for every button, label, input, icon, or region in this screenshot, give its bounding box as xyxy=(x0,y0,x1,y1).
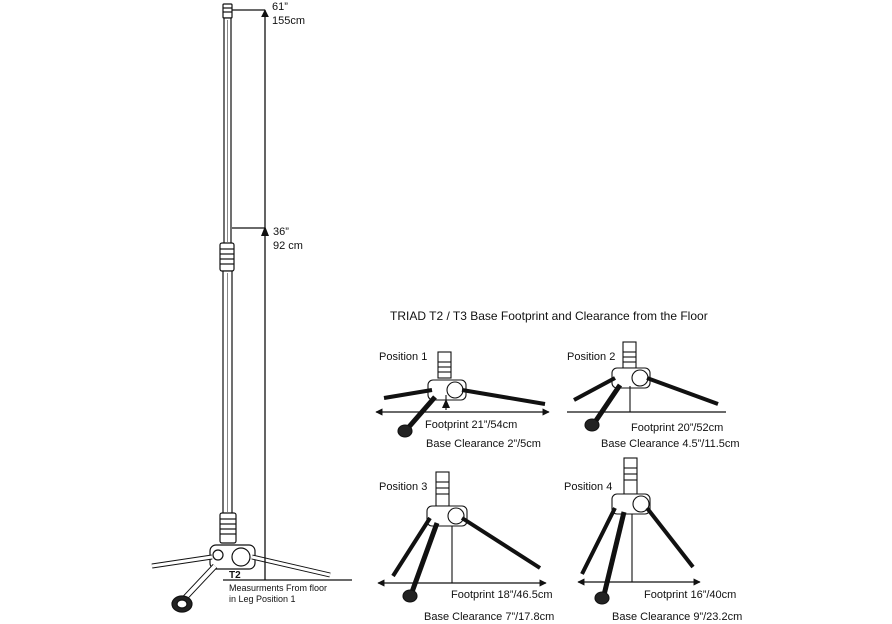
position-2-drawing xyxy=(573,341,719,432)
stand-model-label: T2 xyxy=(229,570,241,581)
position-4-label: Position 4 xyxy=(564,481,613,493)
stand-top-tip xyxy=(222,3,233,19)
section-title: TRIAD T2 / T3 Base Footprint and Clearan… xyxy=(390,309,708,323)
tall-stand xyxy=(151,3,331,613)
height-clamp xyxy=(219,242,235,272)
position-4-footprint: Footprint 16”/40cm xyxy=(644,589,737,601)
position-1-footprint: Footprint 21”/54cm xyxy=(425,419,518,431)
position-2-label: Position 2 xyxy=(567,351,616,363)
position-3-clearance: Base Clearance 7”/17.8cm xyxy=(424,611,555,623)
max-height-cm: 155cm xyxy=(272,15,306,27)
position-1-label: Position 1 xyxy=(379,351,428,363)
height-dimension-lines xyxy=(223,9,352,581)
position-3-footprint: Footprint 18”/46.5cm xyxy=(451,589,553,601)
position-2-footprint: Footprint 20”/52cm xyxy=(631,422,724,434)
measurement-note-line2: in Leg Position 1 xyxy=(229,594,296,604)
pos1-collar xyxy=(437,351,452,379)
base-collar xyxy=(219,512,237,544)
position-2-clearance: Base Clearance 4.5”/11.5cm xyxy=(601,438,740,450)
position-3-label: Position 3 xyxy=(379,481,428,493)
max-height-in: 61” xyxy=(272,1,288,13)
position-4-clearance: Base Clearance 9”/23.2cm xyxy=(612,611,743,623)
position-1-clearance: Base Clearance 2”/5cm xyxy=(426,438,541,450)
measurement-note-line1: Measurments From floor xyxy=(229,583,328,593)
position-4-drawing xyxy=(580,457,695,605)
min-height-in: 36” xyxy=(273,226,289,238)
min-height-cm: 92 cm xyxy=(273,240,303,252)
